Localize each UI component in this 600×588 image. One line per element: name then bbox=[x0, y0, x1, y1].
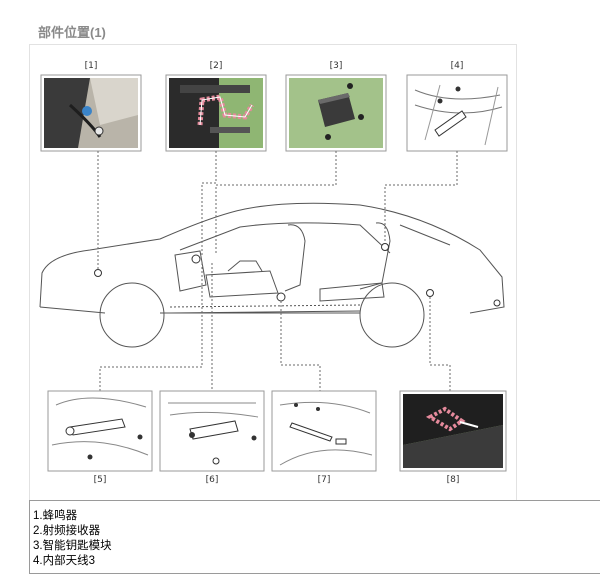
panel-8 bbox=[399, 390, 507, 472]
car-markers bbox=[94, 243, 501, 307]
panel-6-label: [6] bbox=[205, 475, 219, 485]
diagram-drawing bbox=[39, 74, 508, 472]
panel-8-label: [8] bbox=[446, 475, 460, 485]
panel-3-label: [3] bbox=[329, 61, 343, 71]
panel-1 bbox=[40, 74, 142, 152]
legend-item-buzzer: 1.蜂鸣器 bbox=[33, 510, 78, 522]
panel-7 bbox=[271, 390, 377, 472]
buzzer-icon bbox=[82, 106, 92, 116]
page-title: 部件位置(1) bbox=[38, 25, 106, 40]
leader-lines bbox=[97, 151, 458, 391]
panel-2-label: [2] bbox=[209, 61, 223, 71]
legend-item-rf-receiver: 2.射频接收器 bbox=[33, 525, 101, 537]
panel-4 bbox=[406, 74, 508, 152]
panel-4-label: [4] bbox=[450, 61, 464, 71]
legend-item-interior-antenna-3: 4.内部天线3 bbox=[33, 555, 95, 567]
panel-7-label: [7] bbox=[317, 475, 331, 485]
panel-1-label: [1] bbox=[84, 61, 98, 71]
panel-5-label: [5] bbox=[93, 475, 107, 485]
car-outline bbox=[39, 202, 505, 348]
panel-6 bbox=[159, 390, 265, 472]
panel-3 bbox=[285, 74, 387, 152]
panel-2 bbox=[165, 74, 267, 152]
panel-5 bbox=[47, 390, 153, 472]
component-location-diagram: [1] [2] [3] [4] [5] [6] [7] [8] bbox=[29, 44, 517, 501]
legend-item-smart-key-module: 3.智能钥匙模块 bbox=[33, 540, 112, 552]
component-legend: 1.蜂鸣器 2.射频接收器 3.智能钥匙模块 4.内部天线3 bbox=[29, 500, 600, 574]
